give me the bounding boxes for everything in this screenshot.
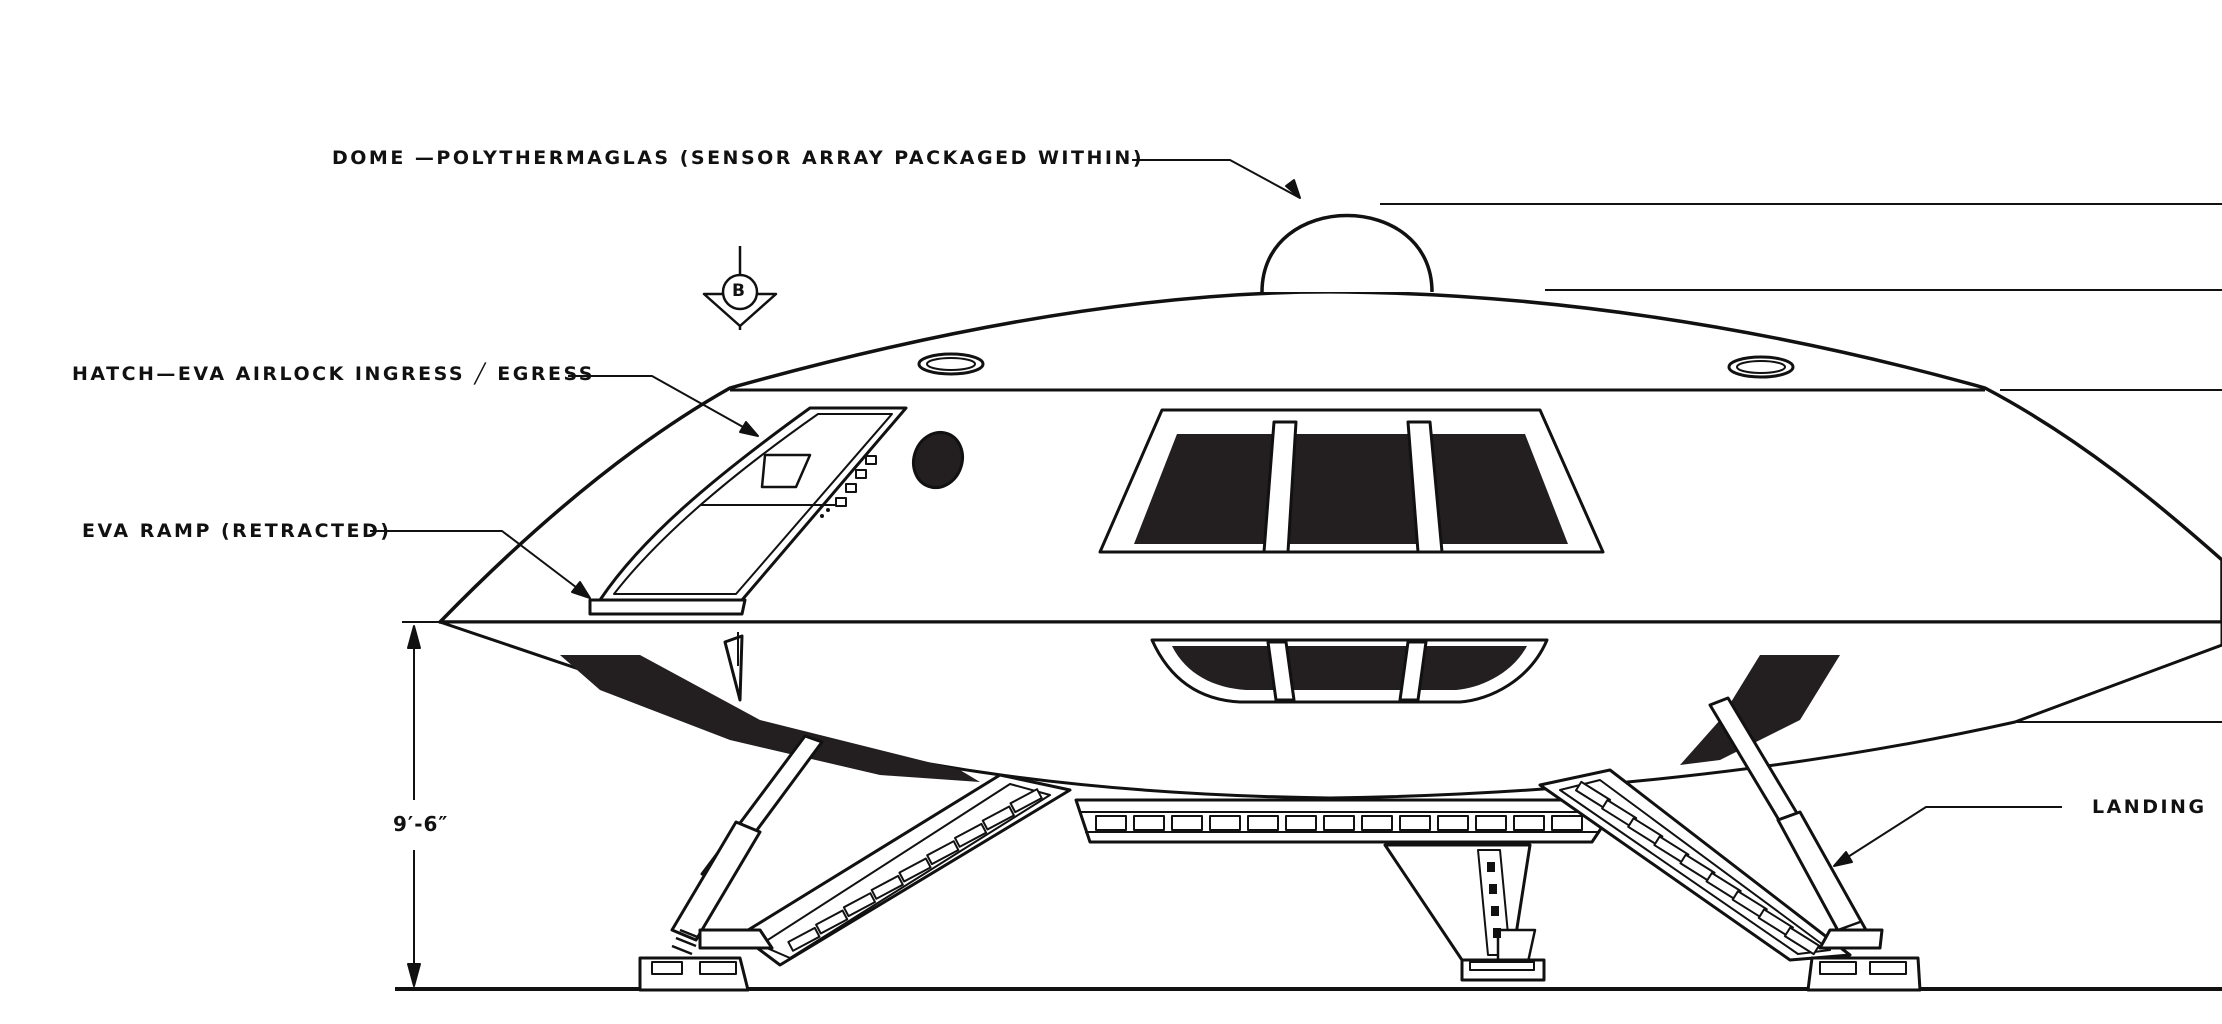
height-dimension-label: 9′-6″ (393, 812, 449, 836)
eva-ramp-label: EVA RAMP (RETRACTED) (82, 520, 392, 542)
main-window (1098, 408, 1605, 554)
ramp-rung (1009, 788, 1043, 814)
landing-label: LANDING (2092, 796, 2207, 818)
pedestal-slot (1491, 906, 1499, 916)
bay-cell (1475, 815, 1507, 831)
bay-cell (1247, 815, 1279, 831)
left-ramp-rungs (787, 788, 1043, 952)
ramp-rung (981, 805, 1015, 831)
center-pedestal (1383, 843, 1546, 982)
leader-lines (370, 159, 2062, 867)
dome (1260, 213, 1434, 293)
height-dimension (402, 621, 440, 987)
landing-leader (1839, 806, 2062, 863)
pedestal-slots (1487, 862, 1501, 938)
right-shadow-wedge (1680, 655, 1840, 765)
ramp-rung (1783, 926, 1821, 956)
bay-cell (1209, 815, 1241, 831)
bay-cell (1285, 815, 1317, 831)
bay-cell (1437, 815, 1469, 831)
bay-cell (1323, 815, 1355, 831)
hatch (598, 406, 908, 602)
ramp-rung (926, 840, 960, 866)
hatch-leader (568, 375, 753, 433)
pedestal-slot (1493, 928, 1501, 938)
top-port-right (1727, 355, 1795, 379)
ramp-rung (898, 857, 932, 883)
underbelly-bay (1074, 798, 1622, 844)
ramp-rung (842, 892, 877, 918)
ramp-rung (815, 909, 849, 935)
left-shadow-wedge (560, 655, 980, 782)
bay-cell (1551, 815, 1583, 831)
hatch-label: HATCH—EVA AIRLOCK INGRESS ╱ EGRESS (72, 363, 595, 385)
ramp-rung (953, 822, 988, 848)
side-porthole (911, 430, 965, 490)
lower-window (1150, 638, 1549, 704)
ramp-leader (370, 530, 586, 595)
bay-cell (1171, 815, 1203, 831)
bay-cells (1095, 815, 1583, 831)
top-port-left (917, 352, 985, 376)
pedestal-slot (1487, 862, 1495, 872)
right-ramp-rungs (1574, 780, 1821, 956)
ramp-rung (787, 926, 821, 952)
bay-cell (1399, 815, 1431, 831)
pedestal-slot (1489, 884, 1497, 894)
section-marker-b-icon (702, 246, 778, 330)
dome-label: DOME —POLYTHERMAGLAS (SENSOR ARRAY PACKA… (332, 147, 1145, 169)
bay-cell (1095, 815, 1127, 831)
bay-cell (1513, 815, 1545, 831)
eva-ramp (588, 598, 747, 616)
section-marker-letter: B (732, 281, 745, 301)
bay-cell (1361, 815, 1393, 831)
bay-cell (1133, 815, 1165, 831)
ramp-rung (870, 874, 904, 900)
dome-leader (1132, 159, 1301, 199)
